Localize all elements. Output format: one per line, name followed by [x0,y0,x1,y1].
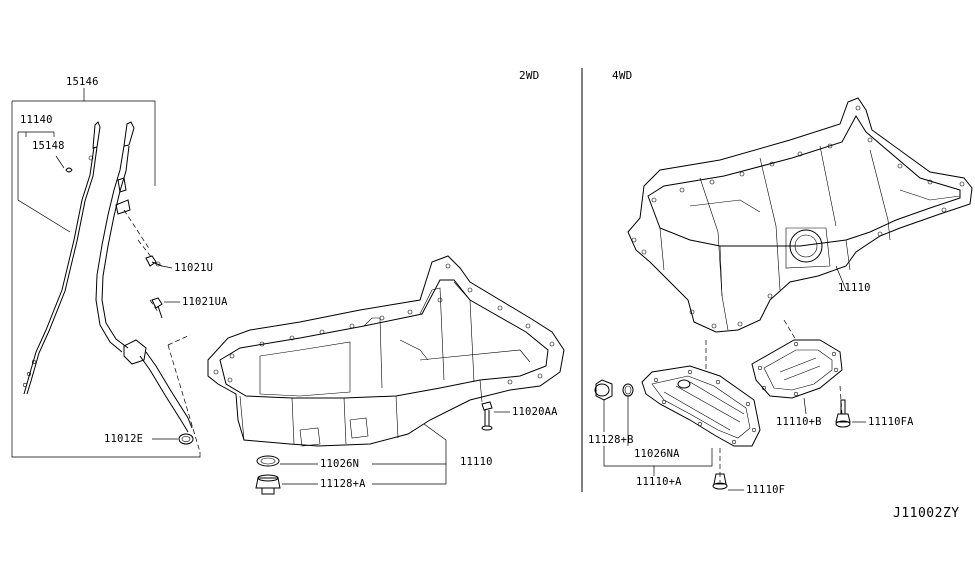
callout-11020aa: 11020AA [512,406,558,418]
callout-11140: 11140 [20,114,53,126]
dipstick-group-bracket [11,88,201,458]
callout-11128a: 11128+A [320,478,366,490]
callout-11021ua: 11021UA [182,296,228,308]
callout-15146: 15146 [66,76,99,88]
callout-11110a: 11110+A [636,476,682,488]
callout-11021u: 11021U [174,262,214,274]
oil-pan-2wd [207,255,565,447]
oil-pan-4wd [627,97,973,333]
o-ring-11012e [178,433,194,445]
callout-11110b: 11110+B [776,416,822,428]
callout-11128b: 11128+B [588,434,634,446]
drain-gasket-11026n [256,455,280,467]
bolt-11020aa [481,401,510,431]
callout-11012e: 11012E [104,433,144,445]
drain-gasket-11026na [622,383,634,446]
dipstick-leaders [17,131,71,233]
cover-plate-11110b [751,339,843,399]
drain-plug-11128b [594,379,613,432]
callout-11110fa: 11110FA [868,416,914,428]
section-label-4wd: 4WD [612,69,633,82]
callout-15148: 15148 [32,140,65,152]
bolt-11110f [712,473,744,491]
lower-pan-11110a [641,365,761,447]
section-label-2wd: 2WD [519,69,540,82]
callout-11026na: 11026NA [634,448,680,460]
drain-plug-11128a [255,474,281,495]
callout-11110f: 11110F [746,484,786,496]
diagram-code: J11002ZY [893,506,960,521]
bolt-11110fa [835,399,866,428]
oil-level-gauge [22,121,101,395]
callout-11026n: 11026N [320,458,360,470]
bolt-11021ua [151,297,180,319]
oil-level-gauge-guide [95,121,193,433]
bolt-11021u [145,255,173,269]
callout-11110-4wd: 11110 [838,282,871,294]
callout-11110-2wd: 11110 [460,456,493,468]
